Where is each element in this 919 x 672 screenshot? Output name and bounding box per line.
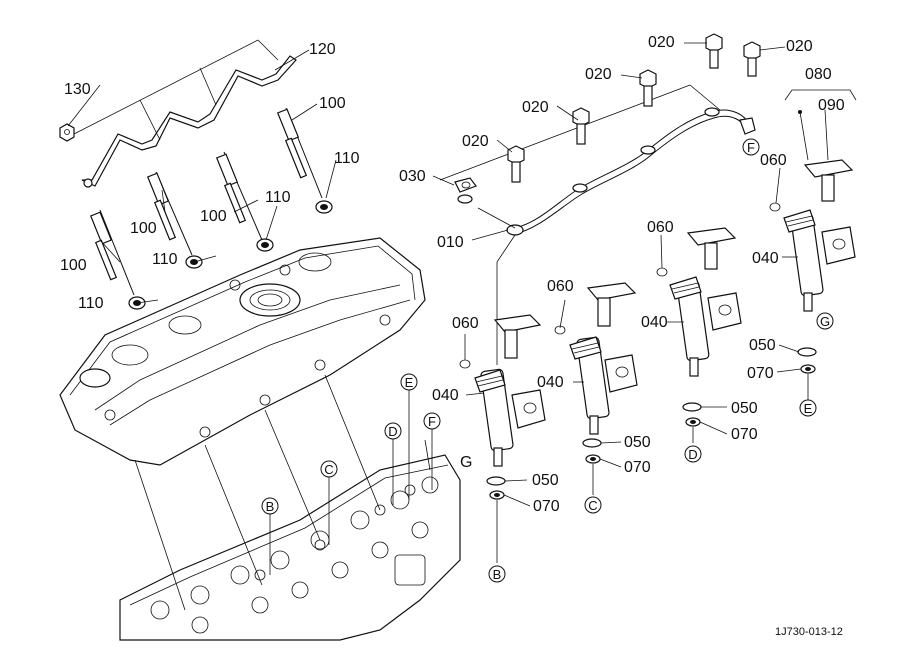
ref-d-right: D	[684, 445, 702, 463]
banjo-bolt-1	[507, 145, 525, 183]
svg-text:F: F	[428, 414, 436, 429]
label-110-c: 110	[152, 251, 178, 268]
ref-g-head: G	[460, 454, 472, 471]
label-100-c: 100	[200, 208, 227, 225]
ref-head-leaders	[269, 390, 433, 575]
label-050-b: 050	[731, 400, 758, 417]
svg-text:B: B	[493, 567, 502, 582]
label-010: 010	[437, 234, 464, 251]
label-020-e: 020	[462, 133, 489, 150]
label-100-d: 100	[60, 257, 87, 274]
banjo-bolt-3	[639, 69, 657, 107]
label-070-b: 070	[731, 426, 758, 443]
part-labels: 130 120 100 110 100 100 110 100 110 110 …	[60, 34, 845, 515]
label-060-b: 060	[647, 219, 674, 236]
label-040-a: 040	[752, 250, 779, 267]
label-040-c: 040	[537, 374, 564, 391]
svg-text:G: G	[460, 454, 472, 471]
injector-assembly-c	[554, 282, 638, 495]
glow-plug-3	[215, 151, 263, 241]
label-020-b: 020	[786, 38, 813, 55]
svg-text:C: C	[588, 498, 597, 513]
nut-130	[59, 123, 75, 142]
ref-f-head: F	[423, 412, 441, 430]
banjo-bolt-4	[705, 33, 723, 69]
label-020-d: 020	[522, 99, 549, 116]
seals-110	[128, 200, 333, 310]
drawing-code: 1J730-013-12	[775, 626, 843, 638]
ref-b-head: B	[261, 497, 279, 515]
label-110-a: 110	[334, 150, 360, 167]
ref-c-head: C	[320, 460, 338, 478]
label-110-d: 110	[78, 295, 104, 312]
svg-text:F: F	[747, 140, 755, 155]
glow-plug-2	[146, 171, 193, 256]
leader-lines	[67, 42, 829, 507]
label-020-a: 020	[648, 34, 675, 51]
svg-text:E: E	[804, 401, 813, 416]
label-070-d: 070	[533, 498, 560, 515]
ref-c-right: C	[584, 496, 602, 514]
ref-e-right: E	[799, 399, 817, 417]
injector-assembly-b	[459, 314, 546, 563]
glow-plug-lead	[81, 55, 297, 188]
label-110-b: 110	[265, 189, 291, 206]
label-070-a: 070	[747, 365, 774, 382]
label-020-c: 020	[585, 66, 612, 83]
banjo-bolts	[507, 33, 761, 183]
label-060-d: 060	[452, 315, 479, 332]
label-090: 090	[818, 97, 845, 114]
label-050-c: 050	[624, 434, 651, 451]
ref-e-head: E	[400, 373, 418, 391]
glow-plug-4	[276, 107, 323, 199]
svg-text:E: E	[405, 375, 414, 390]
label-030: 030	[399, 168, 426, 185]
glow-plugs	[89, 107, 323, 296]
label-080: 080	[805, 66, 832, 83]
svg-text:B: B	[266, 499, 275, 514]
svg-text:D: D	[688, 447, 697, 462]
banjo-bolt-2	[572, 107, 590, 145]
label-060-c: 060	[547, 278, 574, 295]
group-bracket-080	[784, 89, 857, 101]
glow-plug-1	[89, 209, 135, 296]
label-060-a: 060	[760, 152, 787, 169]
label-120: 120	[309, 41, 336, 58]
label-100-b: 100	[130, 220, 157, 237]
ref-g-right: G	[816, 312, 834, 330]
injector-assembly-d	[656, 227, 742, 443]
ref-b-right: B	[488, 565, 506, 583]
label-050-a: 050	[749, 337, 776, 354]
fuel-overflow-pipe	[506, 107, 756, 236]
banjo-bolt-5	[743, 41, 761, 77]
svg-text:D: D	[388, 424, 397, 439]
label-050-d: 050	[532, 472, 559, 489]
cylinder-head-cover	[59, 237, 426, 466]
ref-f-pipe: F	[742, 138, 760, 156]
injector-assembly-e	[769, 110, 856, 400]
label-040-d: 040	[432, 387, 459, 404]
lead-bracket-lines	[71, 39, 279, 141]
label-070-c: 070	[624, 459, 651, 476]
ref-d-head: D	[384, 422, 402, 440]
label-130: 130	[64, 81, 91, 98]
cover-guide-lines	[134, 374, 381, 611]
svg-text:G: G	[820, 314, 830, 329]
label-100-a: 100	[319, 95, 346, 112]
svg-text:C: C	[324, 462, 333, 477]
gasket-030	[454, 177, 477, 204]
label-040-b: 040	[641, 314, 668, 331]
reference-markers: F G E D C B E F	[261, 138, 834, 583]
